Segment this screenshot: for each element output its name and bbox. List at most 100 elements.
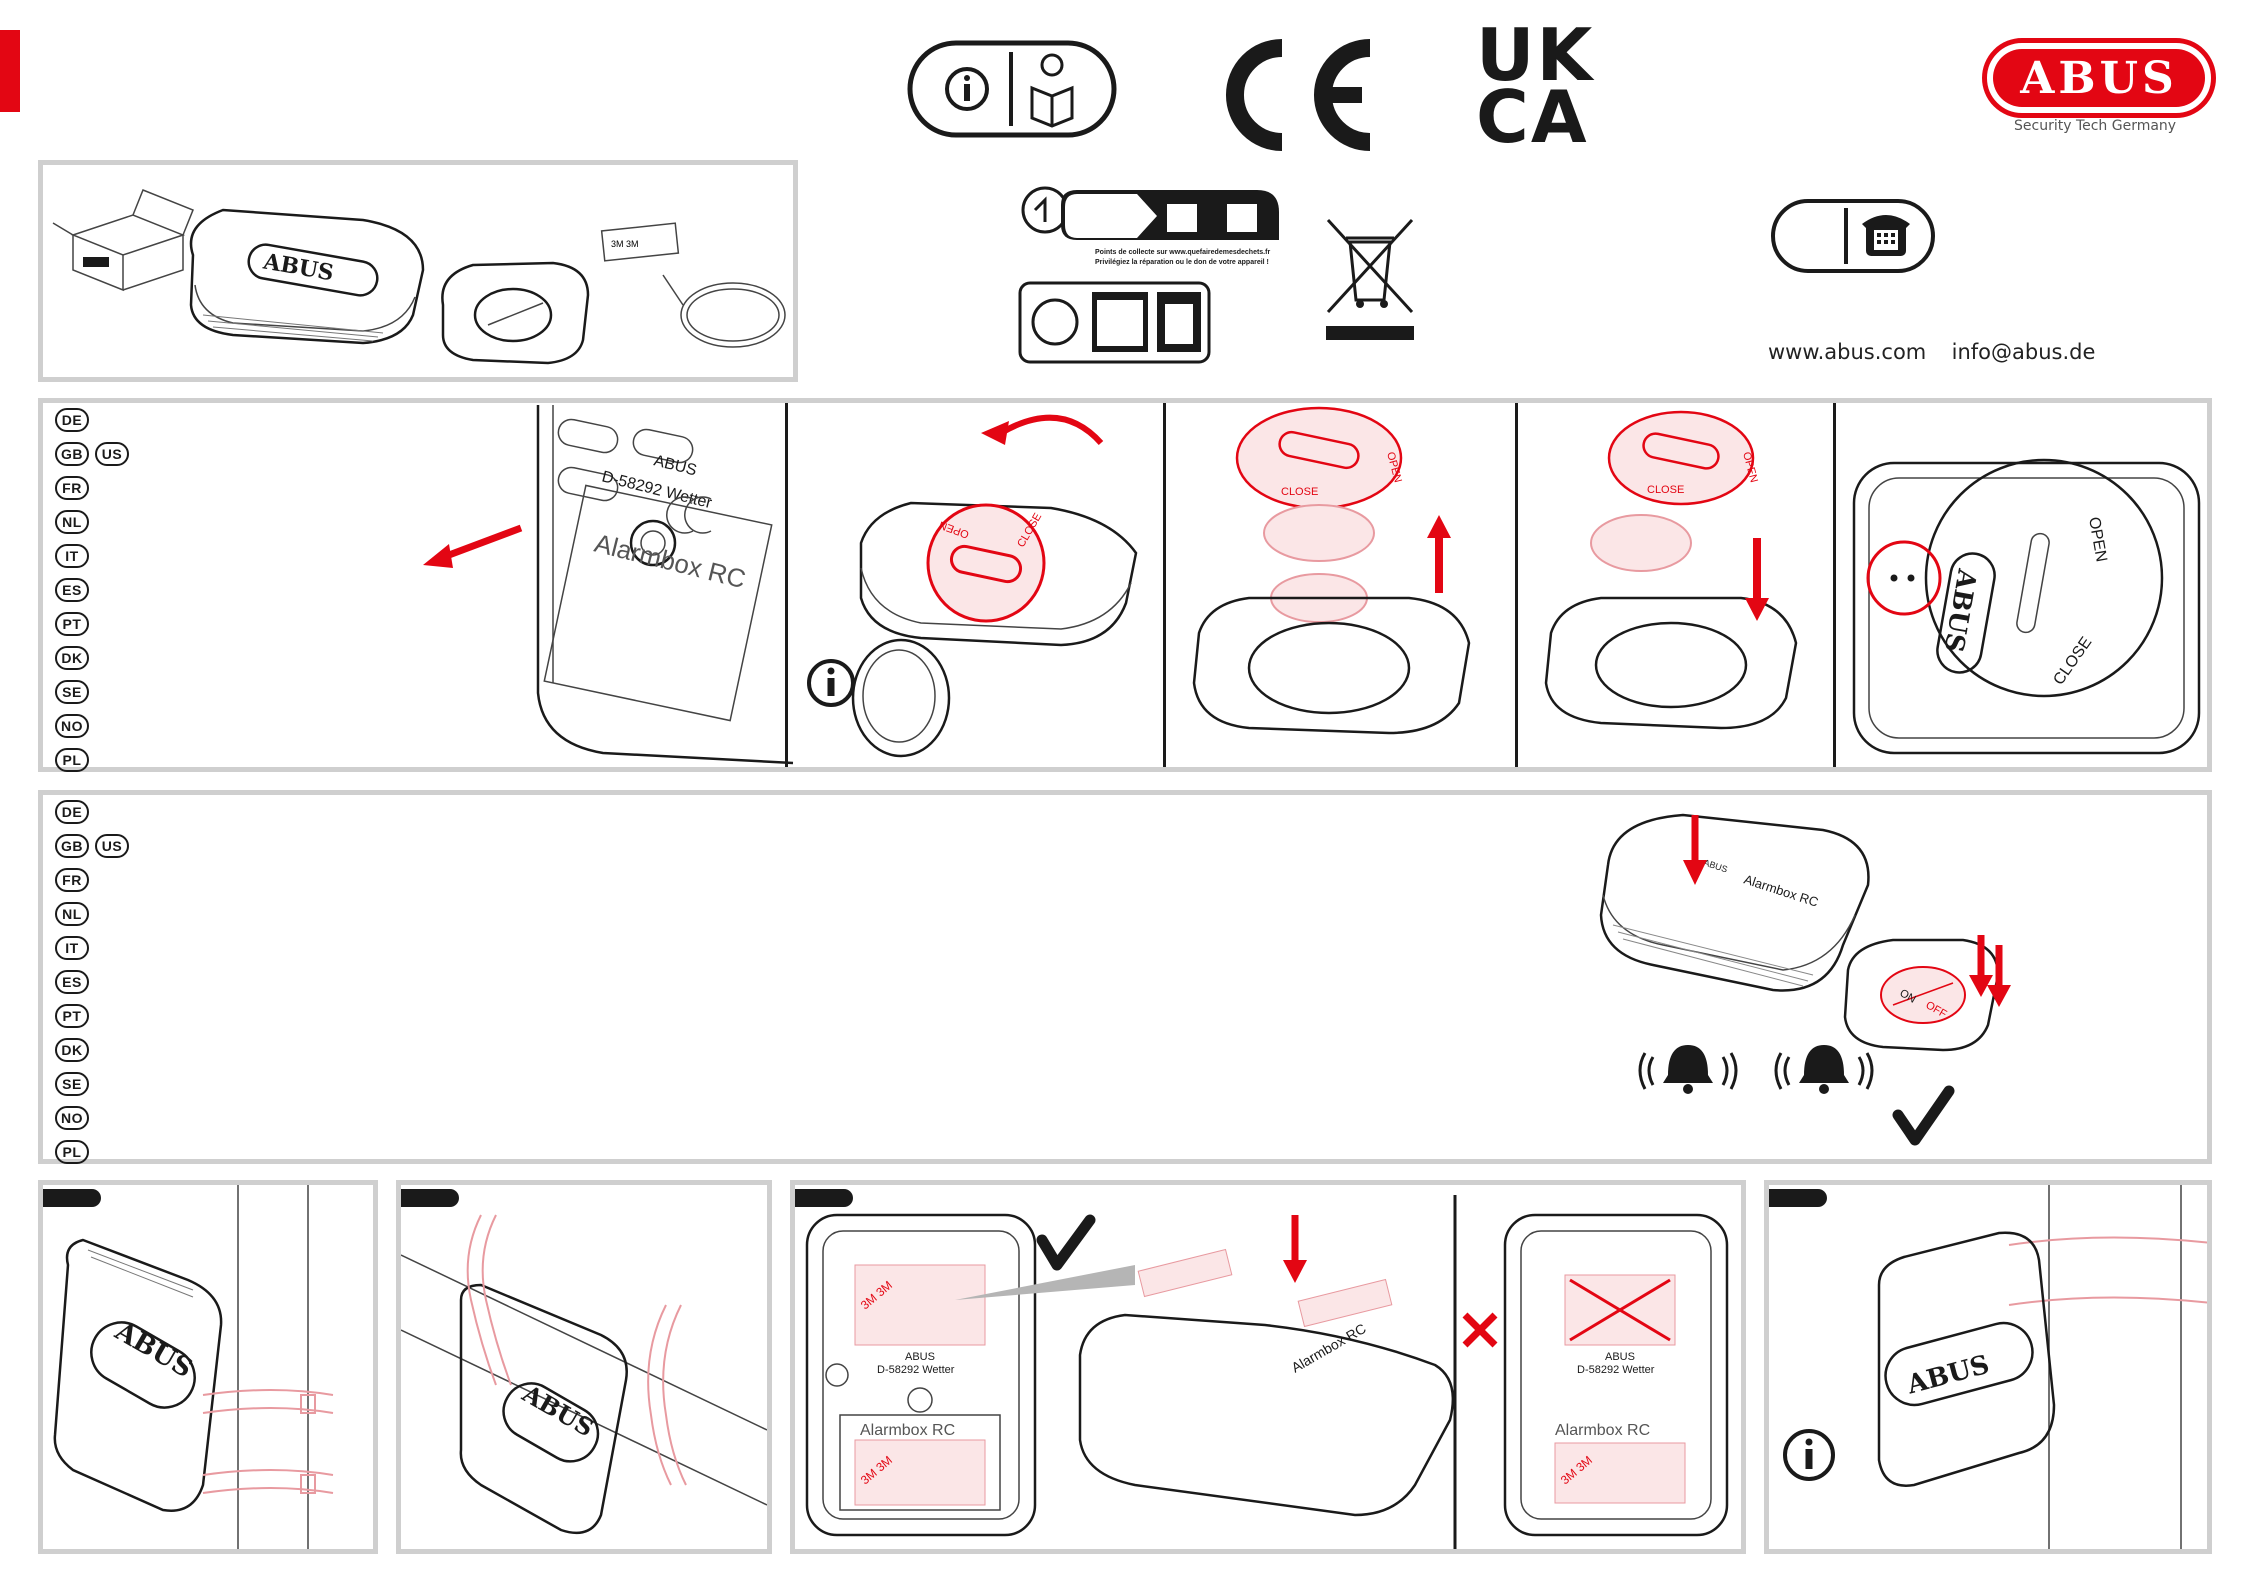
- lang-badge[interactable]: SE: [55, 1072, 89, 1096]
- lang-badge[interactable]: DE: [55, 800, 89, 824]
- info-icon: [1783, 1429, 1835, 1481]
- lang-badge[interactable]: US: [95, 834, 129, 858]
- strap-mount-illustration: ABUS: [1783, 1185, 2207, 1549]
- lang-badge[interactable]: FR: [55, 476, 89, 500]
- adhesive-tape-illustration: 3M 3M: [600, 222, 680, 262]
- step-number-tab: [1769, 1189, 1827, 1207]
- lang-badge[interactable]: PL: [55, 1140, 89, 1164]
- lang-badge[interactable]: PT: [55, 1004, 89, 1028]
- svg-text:ABUS: ABUS: [517, 1378, 599, 1442]
- lang-badge[interactable]: IT: [55, 544, 89, 568]
- mount-pole-vertical-panel: ABUS: [38, 1180, 378, 1554]
- info-icon: [807, 659, 855, 707]
- ukca-bottom: CA: [1476, 75, 1589, 159]
- website-link[interactable]: www.abus.com: [1768, 340, 1927, 364]
- alarmbox-device-illustration: ABUS: [189, 208, 425, 345]
- abus-logo[interactable]: ABUS Security Tech Germany: [1982, 38, 2220, 138]
- lang-badge[interactable]: GB: [55, 834, 89, 858]
- lang-badge[interactable]: FR: [55, 868, 89, 892]
- crossed-bin-icon: [1326, 218, 1414, 340]
- pairing-illustration: Alarmbox RC ABUS ON OFF: [1599, 813, 2011, 1146]
- svg-text:Alarmbox RC: Alarmbox RC: [860, 1422, 955, 1439]
- logo-tagline: Security Tech Germany: [2014, 118, 2177, 134]
- svg-text:Alarmbox RC: Alarmbox RC: [1555, 1422, 1650, 1439]
- mount-adhesive-panel: 3M 3M ABUS D-58292 Wetter Alarmbox RC 3M…: [790, 1180, 1746, 1554]
- svg-text:CLOSE: CLOSE: [1647, 484, 1684, 496]
- ukca-top: UK: [1476, 13, 1595, 97]
- mount-strap-panel: ABUS: [1764, 1180, 2212, 1554]
- triman-recycling-label: [1021, 186, 1279, 240]
- step-number-tab: [43, 1189, 101, 1207]
- svg-text:ABUS: ABUS: [1903, 1350, 1992, 1401]
- pole-vertical-illustration: ABUS: [53, 1185, 334, 1549]
- bell-icon: [1774, 1045, 1874, 1094]
- package-box-icon: [52, 189, 194, 292]
- lang-badge[interactable]: ES: [55, 970, 89, 994]
- checkmark-icon: [1036, 1214, 1096, 1271]
- lang-badge[interactable]: NL: [55, 902, 89, 926]
- lang-badge[interactable]: ES: [55, 578, 89, 602]
- mount-tube-horizontal-panel: ABUS: [396, 1180, 772, 1554]
- lang-badge[interactable]: DE: [55, 408, 89, 432]
- step-number-tab: [401, 1189, 459, 1207]
- lang-badge[interactable]: SE: [55, 680, 89, 704]
- lang-badge[interactable]: NO: [55, 1106, 89, 1130]
- checkmark-icon: [1892, 1085, 1955, 1146]
- svg-text:Alarmbox RC: Alarmbox RC: [592, 528, 749, 595]
- contact-line: www.abus.com info@abus.de: [1768, 340, 2095, 364]
- lang-badge[interactable]: DK: [55, 646, 89, 670]
- cable-tie-illustration: [662, 274, 786, 348]
- ce-mark: CE: [1212, 30, 1382, 160]
- lang-badge[interactable]: IT: [55, 936, 89, 960]
- lang-badge[interactable]: DK: [55, 1038, 89, 1062]
- svg-text:ABUS: ABUS: [905, 1351, 935, 1363]
- step-divider: [1515, 403, 1518, 767]
- closed-cover-illustration: ABUS OPEN CLOSE: [1852, 458, 2201, 755]
- svg-text:OPEN: OPEN: [2085, 516, 2110, 564]
- telephone-icon: [1862, 215, 1910, 256]
- remote-control-illustration: [441, 261, 590, 365]
- lang-badge[interactable]: GB: [55, 442, 89, 466]
- svg-text:ABUS: ABUS: [1605, 1351, 1635, 1363]
- step-number-tab: [795, 1189, 853, 1207]
- step-divider: [785, 403, 788, 767]
- peel-arrow: [423, 524, 523, 568]
- package-contents-panel: ABUS 3M 3M: [38, 160, 798, 382]
- lang-badge[interactable]: NO: [55, 714, 89, 738]
- step-divider: [1833, 403, 1836, 767]
- logo-text: ABUS: [2020, 52, 2178, 104]
- read-manual-badge: [907, 40, 1117, 138]
- phone-badge[interactable]: [1770, 198, 1936, 274]
- remove-battery-illustration: CLOSE OPEN: [1192, 406, 1471, 735]
- device-back-illustration: ABUS D-58292 Wetter Alarmbox RC: [536, 405, 794, 765]
- svg-text:D-58292 Wetter: D-58292 Wetter: [877, 1364, 955, 1376]
- lang-badge[interactable]: PL: [55, 748, 89, 772]
- step-divider: [1163, 403, 1166, 767]
- triman-sorting-label: [1018, 281, 1211, 364]
- bell-icon: [1638, 1045, 1738, 1094]
- recycling-line-2: Privilégiez la réparation ou le don de v…: [1095, 259, 1269, 266]
- svg-text:CLOSE: CLOSE: [2050, 634, 2095, 688]
- lang-badge[interactable]: NL: [55, 510, 89, 534]
- svg-text:D-58292 Wetter: D-58292 Wetter: [1577, 1364, 1655, 1376]
- ukca-mark: UK CA: [1476, 13, 1616, 164]
- cross-icon: [1462, 1312, 1498, 1348]
- svg-text:ABUS: ABUS: [109, 1316, 197, 1384]
- lang-badge[interactable]: US: [95, 442, 129, 466]
- info-icon: [945, 67, 989, 111]
- email-link[interactable]: info@abus.de: [1951, 340, 2096, 364]
- lang-badge[interactable]: PT: [55, 612, 89, 636]
- recycling-line-1: Points de collecte sur www.quefairedemes…: [1095, 249, 1271, 256]
- svg-text:Alarmbox RC: Alarmbox RC: [1742, 872, 1820, 910]
- package-contents-illustration: ABUS 3M 3M: [52, 189, 786, 365]
- corner-red-tab: [0, 30, 20, 112]
- read-manual-icon: [1030, 53, 1074, 128]
- rotate-cover-illustration: CLOSE OPEN: [807, 414, 1138, 758]
- svg-text:CLOSE: CLOSE: [1281, 486, 1318, 498]
- svg-text:ABUS: ABUS: [1702, 857, 1728, 874]
- tube-horizontal-illustration: ABUS: [401, 1214, 767, 1535]
